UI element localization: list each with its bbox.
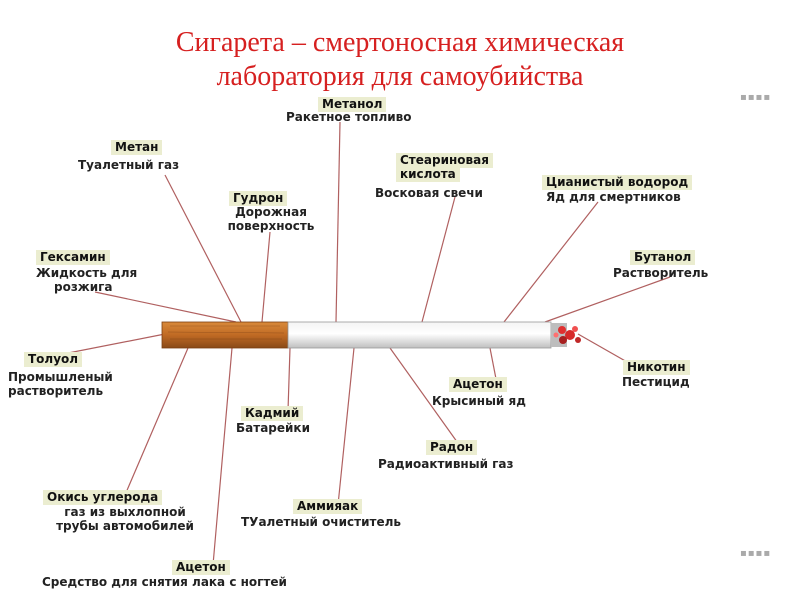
- substance-desc: Радиоактивный газ: [378, 457, 514, 472]
- substance-desc: Восковая свечи: [375, 186, 483, 201]
- substance-desc: Яд для смертников: [546, 190, 681, 205]
- substance-name: Ацетон: [449, 377, 507, 392]
- substance-name: Толуол: [24, 352, 82, 367]
- substance-name: Метан: [111, 140, 162, 155]
- substance-name: Окись углерода: [43, 490, 162, 505]
- substance-name-2: кислота: [396, 167, 460, 182]
- substance-name: Бутанол: [630, 250, 695, 265]
- substance-desc-1: Дорожная: [210, 205, 332, 220]
- substance-name: Гудрон: [229, 191, 287, 206]
- cigarette: [162, 322, 581, 348]
- cigarette-paper: [288, 322, 551, 348]
- substance-desc-2: растворитель: [8, 384, 103, 399]
- substance-name: Никотин: [623, 360, 690, 375]
- substance-desc-1: Промышленый: [8, 370, 113, 385]
- substance-desc: Пестицид: [622, 375, 690, 390]
- substance-desc: Растворитель: [613, 266, 708, 281]
- substance-desc-2: поверхность: [210, 219, 332, 234]
- substance-desc-1: газ из выхлопной: [30, 505, 220, 520]
- substance-desc-2: розжига: [54, 280, 113, 295]
- substance-desc: ТУалетный очиститель: [241, 515, 401, 530]
- substance-desc: Батарейки: [236, 421, 310, 436]
- substance-name: Цианистый водород: [542, 175, 692, 190]
- substance-desc-1: Жидкость для: [36, 266, 137, 281]
- substance-desc-2: трубы автомобилей: [30, 519, 220, 534]
- substance-name-1: Стеариновая: [396, 153, 493, 168]
- substance-name: Гексамин: [36, 250, 110, 265]
- cigarette-ember: [551, 323, 581, 347]
- substance-name: Радон: [426, 440, 477, 455]
- substance-desc: Средство для снятия лака с ногтей: [42, 575, 287, 590]
- substance-name: Кадмий: [241, 406, 303, 421]
- substance-desc: Туалетный газ: [78, 158, 179, 173]
- substance-name: Ацетон: [172, 560, 230, 575]
- substance-name: Аммияак: [293, 499, 362, 514]
- substance-desc: Крысиный яд: [432, 394, 526, 409]
- substance-desc: Ракетное топливо: [286, 110, 412, 125]
